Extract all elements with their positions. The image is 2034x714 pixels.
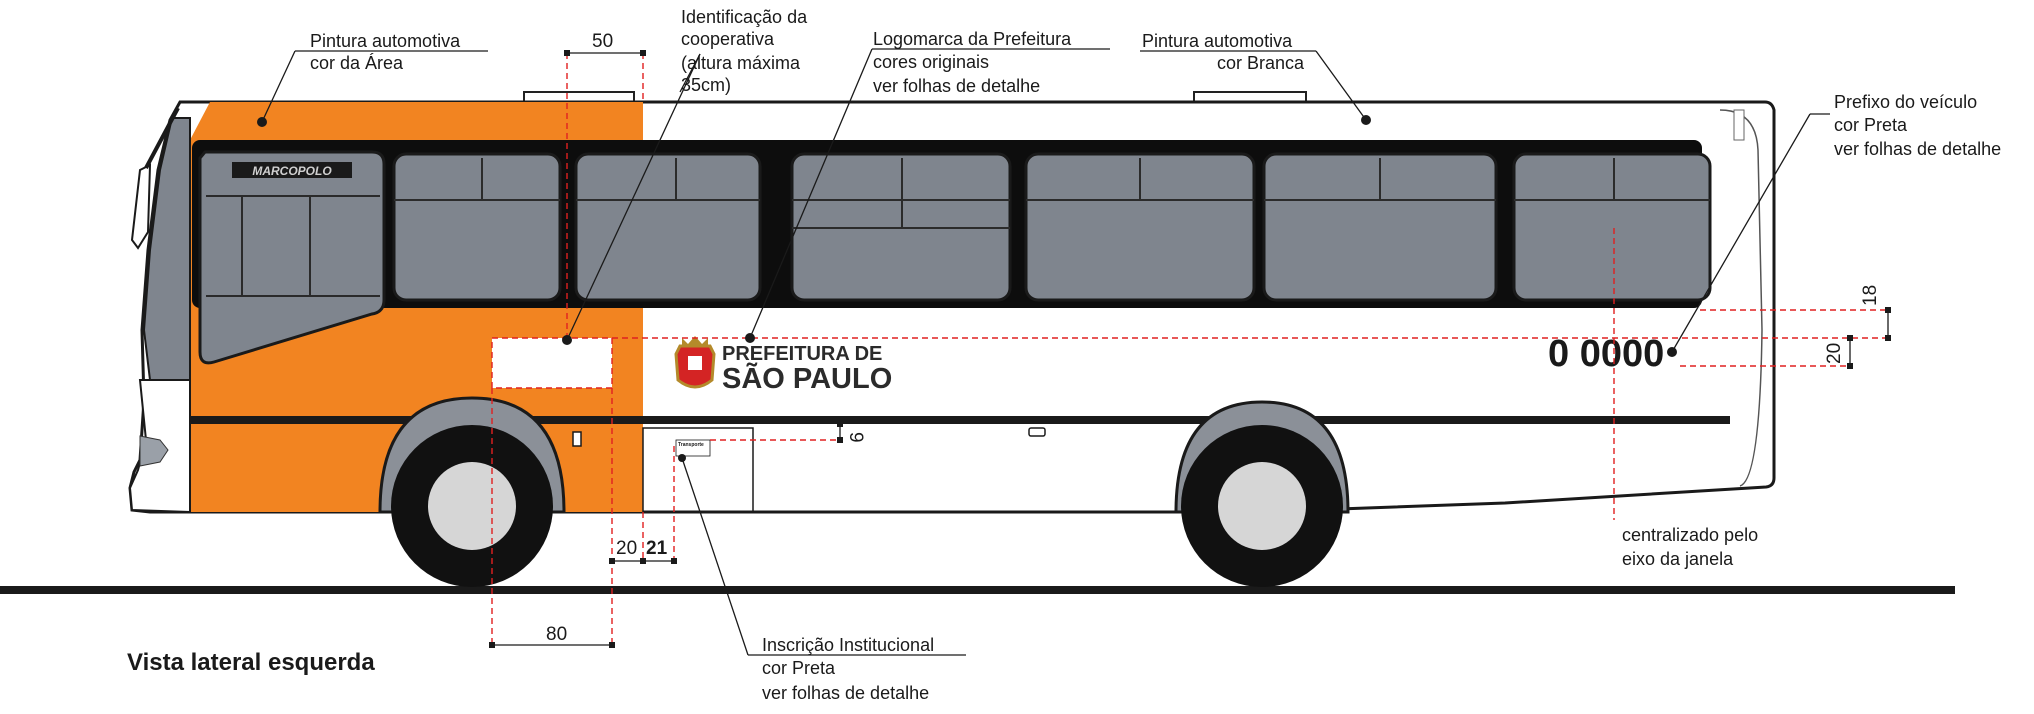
svg-text:ver folhas de detalhe: ver folhas de detalhe bbox=[873, 76, 1040, 96]
door-frame bbox=[206, 195, 380, 297]
svg-text:(altura máxima: (altura máxima bbox=[681, 53, 801, 73]
door-window-front bbox=[198, 150, 386, 365]
svg-text:cor da Área: cor da Área bbox=[310, 53, 404, 73]
brand-plate bbox=[232, 162, 352, 178]
svg-text:Inscrição Institucional: Inscrição Institucional bbox=[762, 635, 934, 655]
prefeitura-logo bbox=[674, 336, 716, 389]
svg-text:Pintura automotiva: Pintura automotiva bbox=[1142, 31, 1293, 51]
label-area-paint: Pintura automotiva cor da Área bbox=[310, 31, 461, 73]
window-2 bbox=[574, 152, 762, 302]
svg-text:35cm): 35cm) bbox=[681, 75, 731, 95]
window-sashes bbox=[394, 158, 1710, 229]
mirror-arm bbox=[144, 107, 180, 169]
side-marker bbox=[1028, 427, 1046, 437]
institutional-plate bbox=[675, 439, 711, 457]
svg-text:cores originais: cores originais bbox=[873, 52, 989, 72]
ground-line bbox=[0, 586, 1955, 594]
svg-text:cooperativa: cooperativa bbox=[681, 29, 775, 49]
brand-plate-text: MARCOPOLO bbox=[252, 164, 332, 178]
window-5 bbox=[1262, 152, 1498, 302]
fuel-cap bbox=[572, 431, 582, 447]
dim-9: 9 bbox=[845, 432, 866, 443]
rear-light bbox=[1733, 109, 1745, 141]
logo-line-1: PREFEITURA DE bbox=[722, 343, 882, 365]
dim-20-right: 20 bbox=[1824, 343, 1845, 364]
svg-text:cor Preta: cor Preta bbox=[1834, 115, 1908, 135]
cooperative-id-box bbox=[491, 337, 613, 389]
dimension-lines bbox=[489, 50, 1891, 648]
label-logo: Logomarca da Prefeitura cores originais … bbox=[873, 29, 1072, 96]
dim-18: 18 bbox=[1860, 285, 1881, 306]
front-windshield-side bbox=[142, 117, 191, 381]
belt-stripe bbox=[190, 416, 1730, 424]
svg-text:cor Preta: cor Preta bbox=[762, 658, 836, 678]
svg-text:cor Branca: cor Branca bbox=[1217, 53, 1305, 73]
svg-text:Pintura automotiva: Pintura automotiva bbox=[310, 31, 461, 51]
dim-20-bottom: 20 bbox=[616, 538, 637, 559]
side-mirror bbox=[130, 163, 152, 250]
institutional-plate-text: Transporte bbox=[678, 442, 704, 448]
svg-text:Prefixo do veículo: Prefixo do veículo bbox=[1834, 92, 1977, 112]
dim-21: 21 bbox=[646, 538, 668, 559]
svg-text:Identificação da: Identificação da bbox=[681, 7, 808, 27]
svg-text:ver folhas de detalhe: ver folhas de detalhe bbox=[762, 683, 929, 703]
svg-text:centralizado pelo: centralizado pelo bbox=[1622, 525, 1758, 545]
view-title: Vista lateral esquerda bbox=[127, 649, 375, 676]
dim-80: 80 bbox=[546, 624, 567, 645]
label-cooperative-id: Identificação da cooperativa (altura máx… bbox=[681, 7, 808, 95]
window-4 bbox=[1024, 152, 1256, 302]
service-door bbox=[642, 427, 754, 513]
svg-text:eixo da janela: eixo da janela bbox=[1622, 549, 1734, 569]
front-wheel bbox=[391, 425, 553, 587]
svg-text:Logomarca da Prefeitura: Logomarca da Prefeitura bbox=[873, 29, 1072, 49]
window-1 bbox=[392, 152, 562, 302]
label-centered: centralizado pelo eixo da janela bbox=[1622, 525, 1758, 569]
rear-wheel bbox=[1181, 425, 1343, 587]
front-bumper-grille bbox=[139, 435, 169, 467]
svg-text:ver folhas de detalhe: ver folhas de detalhe bbox=[1834, 139, 2001, 159]
leader-lines bbox=[257, 48, 1830, 656]
window-6 bbox=[1512, 152, 1712, 302]
label-white-paint: Pintura automotiva cor Branca bbox=[1142, 31, 1305, 73]
vehicle-prefix: 0 0000 bbox=[1548, 333, 1664, 375]
label-prefix: Prefixo do veículo cor Preta ver folhas … bbox=[1834, 92, 2001, 159]
dim-50: 50 bbox=[592, 31, 613, 52]
side-windows bbox=[392, 152, 1712, 302]
label-institutional: Inscrição Institucional cor Preta ver fo… bbox=[762, 635, 934, 703]
logo-line-2: SÃO PAULO bbox=[722, 361, 892, 395]
